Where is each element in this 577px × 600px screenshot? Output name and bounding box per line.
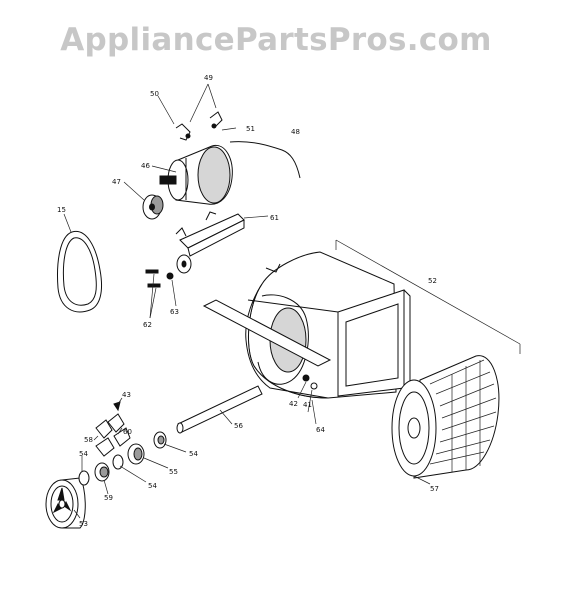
part-label-54a[interactable]: 54 (79, 450, 88, 458)
leader-56 (219, 409, 233, 425)
leader-62a (149, 273, 155, 319)
leader-63 (171, 279, 177, 307)
leader-51 (221, 127, 237, 131)
part-label-61[interactable]: 61 (270, 214, 279, 222)
housing-washer[interactable] (310, 382, 318, 390)
leader-41 (307, 389, 313, 413)
blower-pulley[interactable] (45, 477, 86, 529)
motor-clips[interactable] (175, 111, 223, 141)
motor-wire[interactable] (229, 141, 301, 179)
part-label-59[interactable]: 59 (104, 494, 113, 502)
leader-62b (149, 287, 157, 319)
motor-mount-bracket[interactable] (175, 211, 245, 257)
part-label-42[interactable]: 42 (289, 400, 298, 408)
leader-64 (311, 399, 317, 425)
leader-60 (117, 427, 123, 435)
leader-42 (297, 381, 307, 399)
part-label-57[interactable]: 57 (430, 485, 439, 493)
blower-shaft[interactable] (176, 385, 263, 434)
mount-bolts[interactable] (145, 254, 192, 288)
leader-58 (93, 435, 99, 441)
part-label-48[interactable]: 48 (291, 128, 300, 136)
part-label-47[interactable]: 47 (112, 178, 121, 186)
leader-43 (117, 397, 123, 405)
part-label-46[interactable]: 46 (141, 162, 150, 170)
blower-wheel[interactable] (391, 355, 500, 479)
part-label-15[interactable]: 15 (57, 206, 66, 214)
part-label-63[interactable]: 63 (170, 308, 179, 316)
motor-pulley[interactable] (142, 194, 164, 220)
leader-49b (207, 83, 217, 109)
part-label-54b[interactable]: 54 (148, 482, 157, 490)
leader-59 (103, 479, 109, 495)
part-label-49[interactable]: 49 (204, 74, 213, 82)
leader-54c (163, 443, 187, 453)
leader-15 (63, 213, 72, 233)
part-label-60[interactable]: 60 (123, 428, 132, 436)
leader-61 (243, 215, 269, 219)
part-label-56[interactable]: 56 (234, 422, 243, 430)
part-label-51[interactable]: 51 (246, 125, 255, 133)
blower-motor[interactable] (159, 144, 233, 205)
part-label-53[interactable]: 53 (79, 520, 88, 528)
leader-54b (119, 465, 147, 483)
leader-46 (151, 165, 177, 173)
part-label-55[interactable]: 55 (169, 468, 178, 476)
housing-screw[interactable] (302, 374, 310, 382)
drive-belt[interactable] (57, 231, 103, 313)
part-label-43[interactable]: 43 (122, 391, 131, 399)
bearing-bracket[interactable] (95, 401, 131, 457)
assembly-bracket-top (335, 239, 521, 345)
leader-57 (413, 475, 431, 485)
site-watermark: AppliancePartsPros.com (60, 22, 492, 58)
leader-49a (189, 83, 209, 123)
leader-55 (143, 457, 169, 469)
part-label-41[interactable]: 41 (303, 401, 312, 409)
part-label-54c[interactable]: 54 (189, 450, 198, 458)
bearing-parts[interactable] (78, 431, 167, 486)
part-label-64[interactable]: 64 (316, 426, 325, 434)
part-label-58[interactable]: 58 (84, 436, 93, 444)
blower-housing[interactable] (245, 251, 411, 399)
leader-53 (73, 509, 81, 519)
part-label-52[interactable]: 52 (428, 277, 437, 285)
leader-50 (157, 95, 175, 125)
part-label-50[interactable]: 50 (150, 90, 159, 98)
leader-47 (123, 181, 145, 201)
part-label-62[interactable]: 62 (143, 321, 152, 329)
housing-support-rail[interactable] (202, 299, 332, 367)
